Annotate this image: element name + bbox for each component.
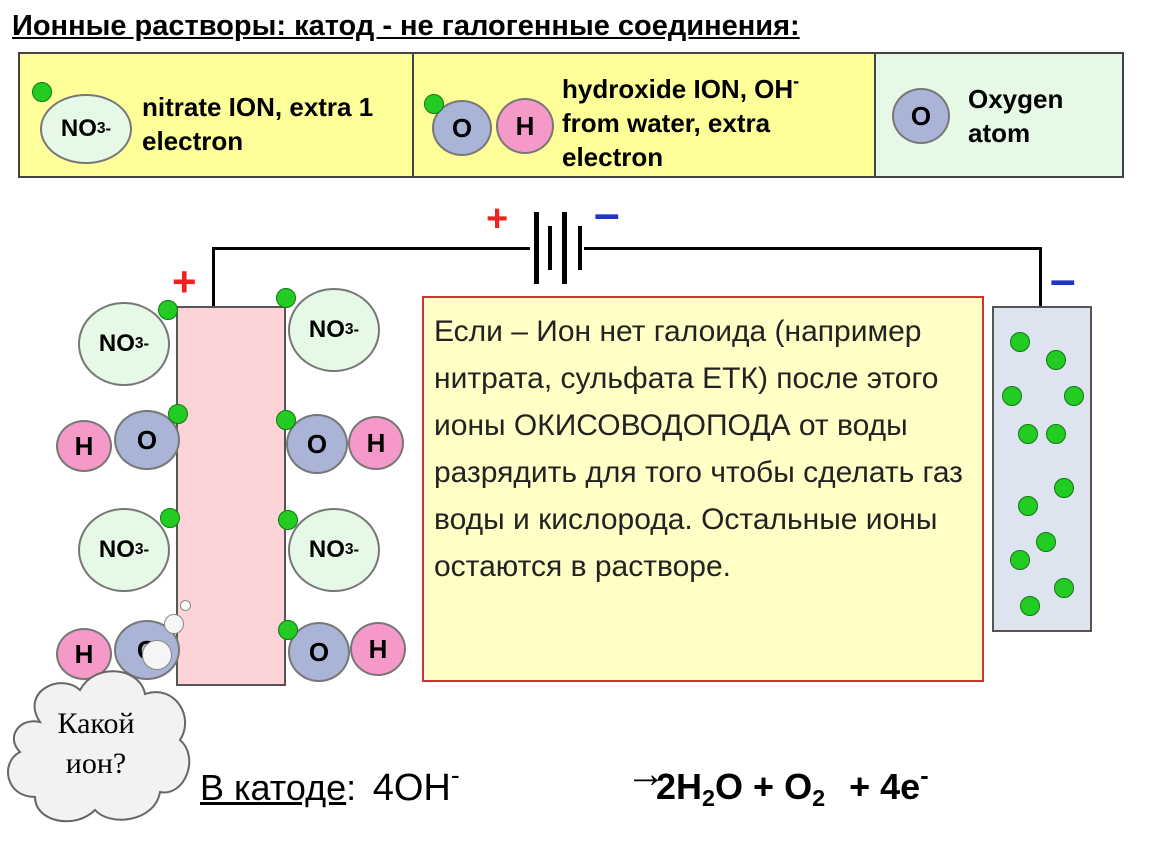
electron [1018,496,1038,516]
electron [278,510,298,530]
page-title: Ионные растворы: катод - не галогенные с… [12,10,800,42]
wire-left-down [212,247,215,307]
thought-cloud [7,670,191,823]
wire-right-down [1039,247,1042,307]
left-electrode-plus: + [172,258,197,305]
legend-oxygen-label: Oxygen atom [968,84,1064,148]
oxygen-atom: O [288,622,350,682]
legend-hydroxide-electron [424,94,444,114]
electron [158,300,178,320]
legend-hydroxide-label: hydroxide ION, OH- from water, extra ele… [562,71,800,172]
electron [276,410,296,430]
hydrogen-atom: H [56,420,112,472]
electron [278,620,298,640]
legend-hydroxide-hydrogen: H [496,98,554,154]
electron [1046,350,1066,370]
legend-oxygen: O Oxygen atom [876,54,1122,176]
oxygen-atom: O [286,414,348,474]
electron [1010,550,1030,570]
electron [1036,532,1056,552]
electron [1046,424,1066,444]
battery-plus: + [486,198,509,240]
oxygen-atom: O [114,410,180,470]
electron [1064,386,1084,406]
legend-nitrate-label: nitrate ION, extra 1 electron [142,92,374,156]
gas-bubble [142,640,172,670]
electron [1018,424,1038,444]
info-text: Если – Ион нет галоида (например нитрата… [434,315,963,583]
legend-hydroxide-oxygen: O [432,100,492,156]
electron [1054,478,1074,498]
hydrogen-atom: H [350,622,406,676]
electron [160,508,180,528]
legend-oxygen-atom: O [892,88,950,144]
info-box: Если – Ион нет галоида (например нитрата… [422,296,984,682]
right-electrode-minus: – [1050,253,1076,305]
electron [276,288,296,308]
hydrogen-atom: H [348,416,404,470]
battery-minus: – [594,187,620,239]
cathode-equation: В катоде: 4OH- [200,760,460,809]
wire-top-right [584,247,1042,250]
cloud-text: Какой ион? [57,707,135,780]
electron [1010,332,1030,352]
right-electrode [992,306,1092,632]
equation-products: 2H2O + O2 + 4e- [656,762,929,812]
hydrogen-atom: H [56,628,112,680]
left-electrode [176,306,286,686]
electron [1002,386,1022,406]
equation-label: В катоде [200,766,347,808]
battery-plate-1 [534,212,539,284]
battery-plate-4 [578,226,582,270]
equation-arrow: → [626,752,666,796]
legend-hydroxide: O H hydroxide ION, OH- from water, extra… [414,54,876,176]
legend-nitrate-electron [32,82,52,102]
electron [1020,596,1040,616]
electron [168,404,188,424]
battery-plate-2 [548,226,552,270]
electron [1054,578,1074,598]
gas-bubble [164,614,184,634]
equation-reactant: 4OH [372,766,451,809]
wire-top-left [212,247,530,250]
gas-bubble [180,600,191,611]
battery-plate-3 [562,212,567,284]
